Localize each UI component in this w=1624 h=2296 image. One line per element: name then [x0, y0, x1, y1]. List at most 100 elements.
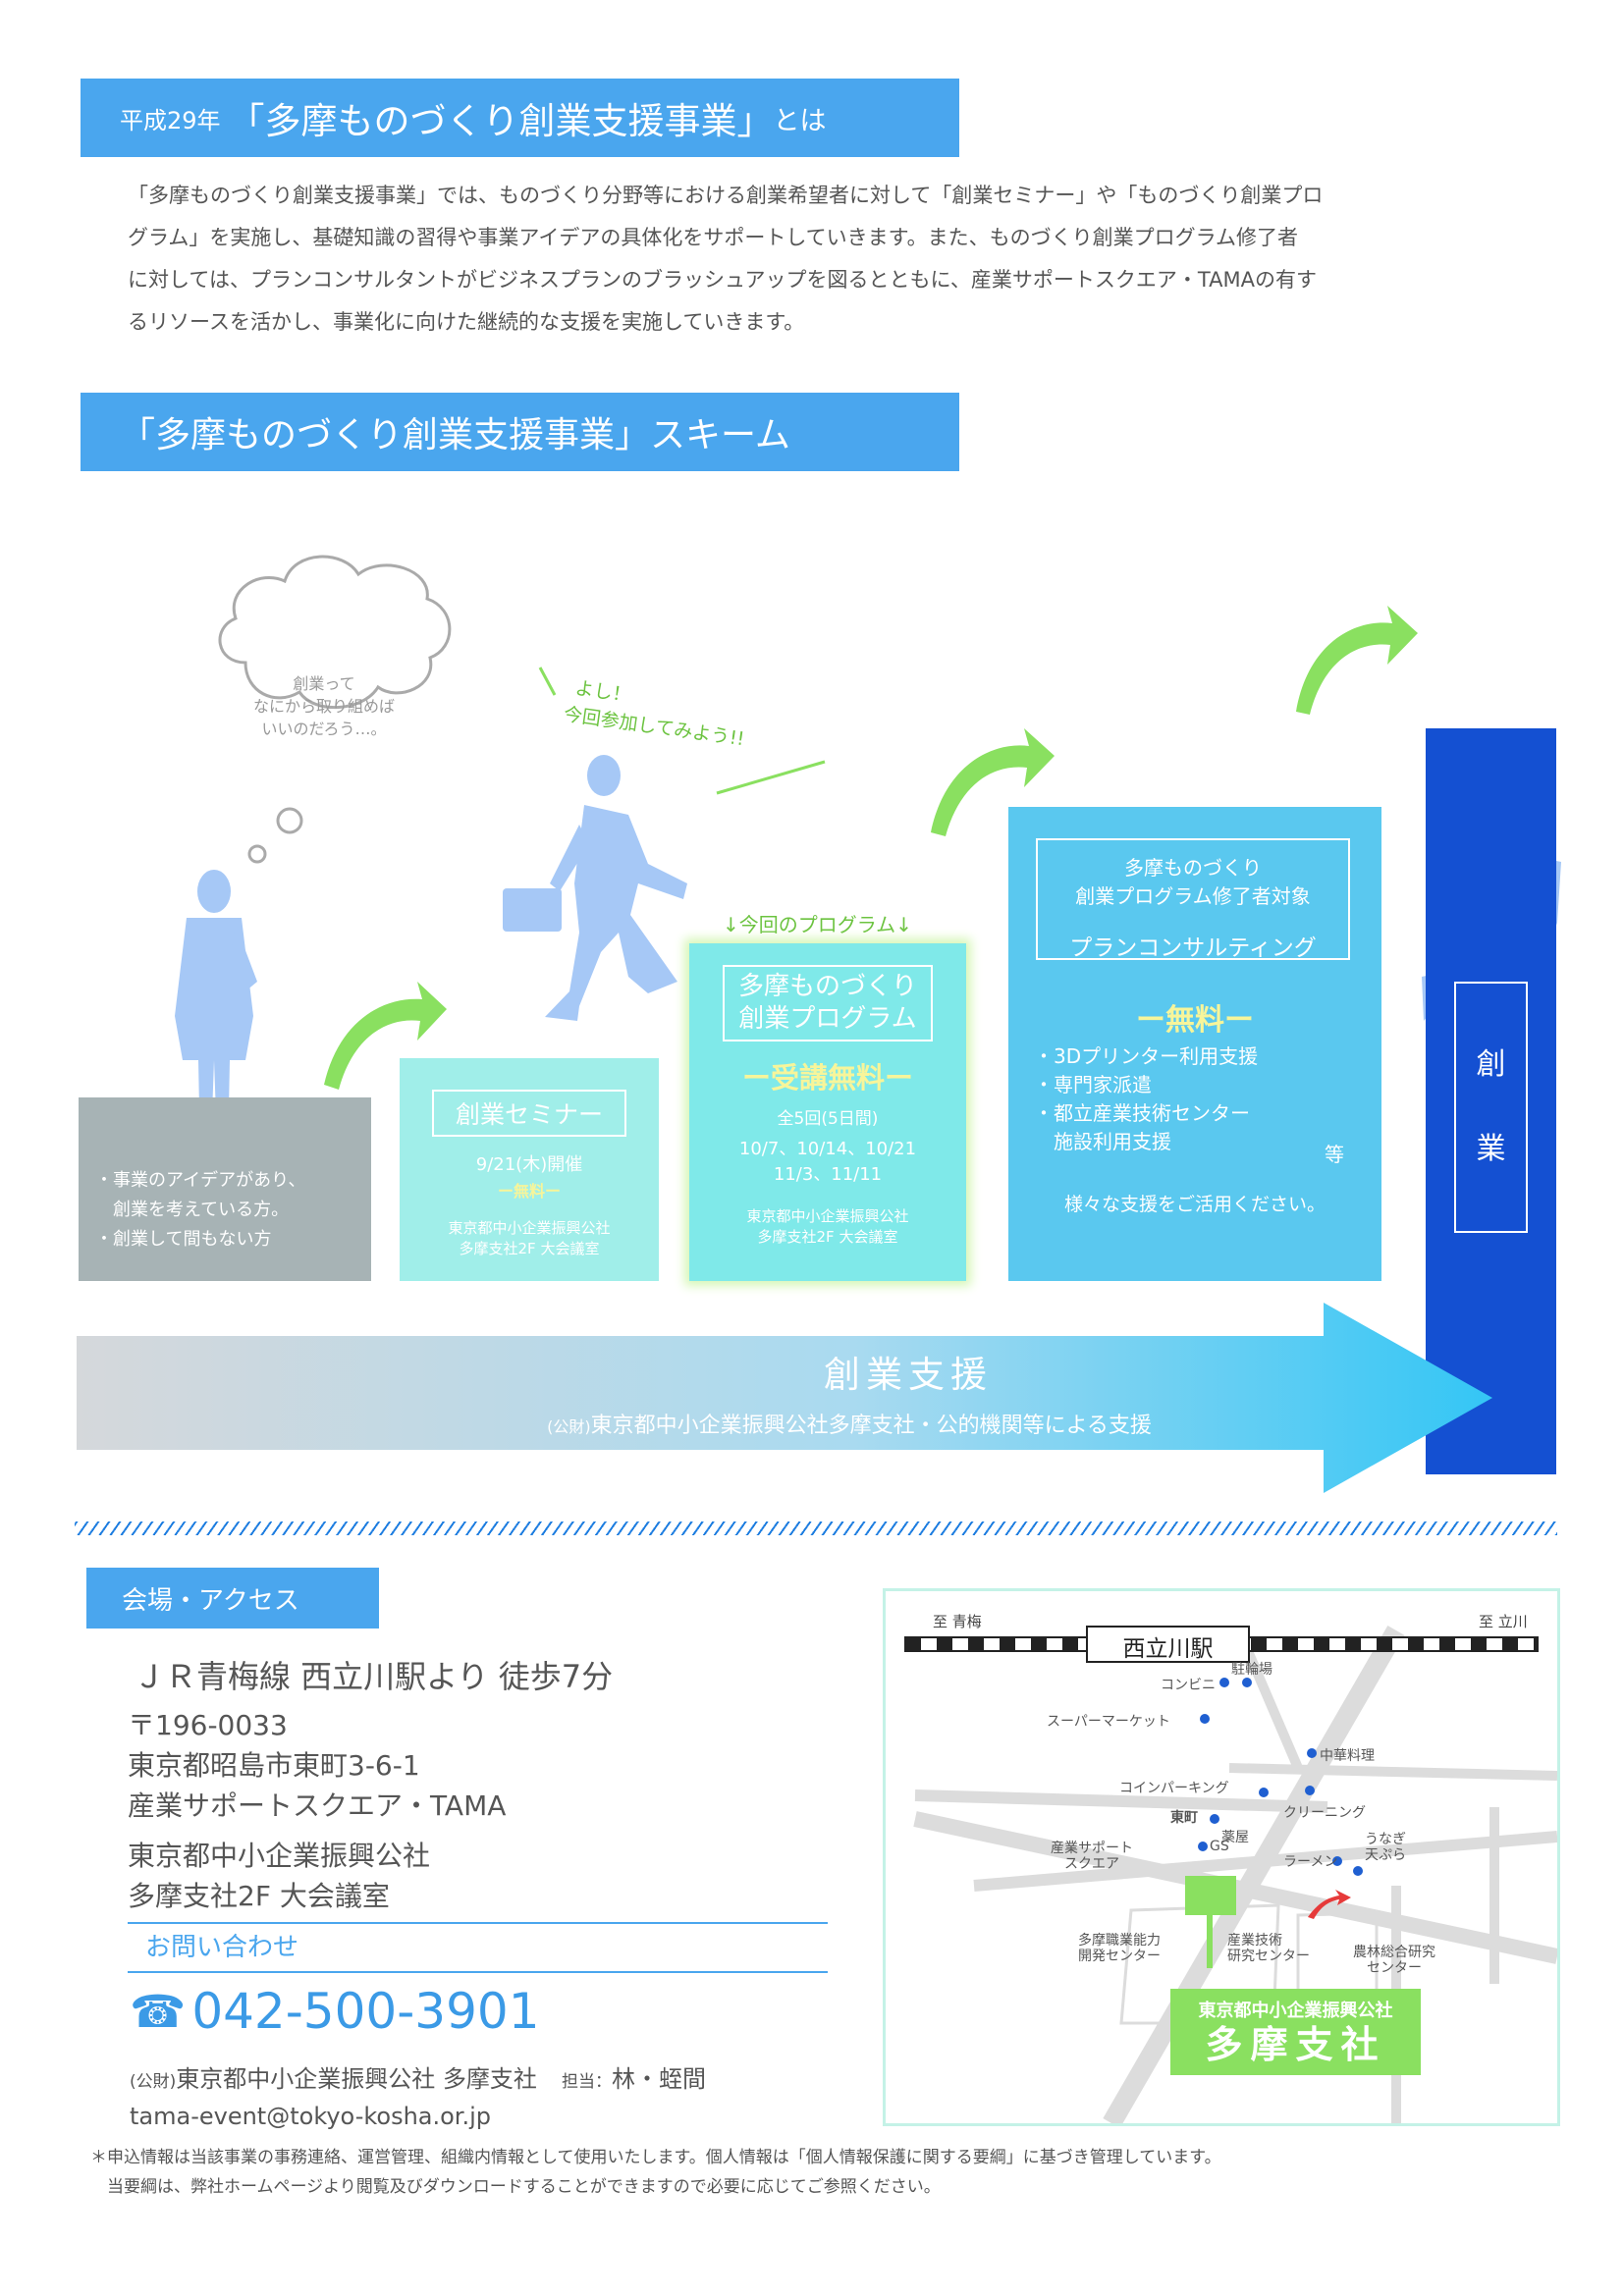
- section1-body: 「多摩ものづくり創業支援事業」では、ものづくり分野等における創業希望者に対して「…: [128, 175, 1323, 344]
- consulting-service: プランコンサルティング: [1069, 935, 1317, 961]
- program-title-line: 多摩ものづくり: [737, 972, 917, 1001]
- step-start-line: ・事業のアイデアがあり、: [95, 1170, 306, 1191]
- address-line: 産業サポートスクエア・TAMA: [128, 1789, 507, 1822]
- body-line: 「多摩ものづくり創業支援事業」では、ものづくり分野等における創業希望者に対して「…: [128, 184, 1324, 207]
- access-map: 至 青梅 至 立川 西立川駅 コンビニ 駐輪場 スーパーマーケット 中華料理 コ…: [883, 1588, 1560, 2126]
- support-arrow-title: 創業支援: [824, 1354, 993, 1396]
- contact-name: 林・蛭間: [612, 2065, 706, 2093]
- seminar-venue: 多摩支社2F 大会議室: [459, 1240, 600, 1257]
- step-consulting-box: 多摩ものづくり 創業プログラム修了者対象 プランコンサルティング ー無料ー ・3…: [1008, 807, 1381, 1281]
- body-line: るリソースを活かし、事業化に向けた継続的な支援を実施していきます。: [128, 310, 805, 334]
- program-title: 多摩ものづくり 創業プログラム: [722, 965, 933, 1041]
- map-badge-line: 東京都中小企業振興公社: [1198, 2001, 1393, 2021]
- inquiry-line-top: [128, 1922, 828, 1924]
- contact-prefix: 担当：: [562, 2072, 612, 2092]
- green-arrow-icon: [324, 606, 1418, 1090]
- map-label-conbini: コンビニ: [1161, 1678, 1216, 1693]
- map-label-tech-line: 研究センター: [1227, 1949, 1310, 1964]
- thought-text: 創業って なにから取り組めば いいのだろう…。: [226, 672, 422, 740]
- address-line: 東京都中小企業振興公社: [128, 1840, 431, 1872]
- email[interactable]: tama-event@tokyo-kosha.or.jp: [130, 2103, 492, 2130]
- org-name: 東京都中小企業振興公社 多摩支社: [176, 2065, 537, 2093]
- footer-note: ＊申込情報は当該事業の事務連絡、運営管理、組織内情報として使用いたします。個人情…: [90, 2143, 1221, 2202]
- address-line: 東京都昭島市東町3-6-1: [128, 1749, 420, 1782]
- program-free: ー受講無料ー: [741, 1061, 913, 1095]
- access-title: 会場・アクセス: [122, 1585, 299, 1616]
- step-start-box: ・事業のアイデアがあり、 創業を考えている方。 ・創業して間もない方: [79, 1097, 371, 1281]
- section1-header: 平成29年 「多摩ものづくり創業支援事業」 とは: [81, 79, 959, 157]
- program-dates: 10/7、10/14、10/21: [738, 1139, 917, 1159]
- inquiry-line-bottom: [128, 1971, 828, 1973]
- program-caption: ↓今回のプログラム↓: [723, 913, 912, 936]
- seminar-free: ー無料ー: [497, 1182, 561, 1201]
- map-label-supermarket: スーパーマーケット: [1047, 1714, 1170, 1730]
- org-row: (公財)東京都中小企業振興公社 多摩支社 担当：林・蛭間: [130, 2059, 706, 2094]
- map-label-cleaning: クリーニング: [1283, 1805, 1366, 1821]
- program-title-line: 創業プログラム: [738, 1004, 917, 1034]
- map-badge-line: 多摩支社: [1205, 2023, 1386, 2066]
- map-label-gs: GS: [1210, 1839, 1229, 1854]
- inquiry-title: お問い合わせ: [145, 1933, 299, 1962]
- map-label-chinese: 中華料理: [1320, 1748, 1375, 1764]
- walking-man-icon: [503, 755, 687, 1021]
- section2-title: 「多摩ものづくり創業支援事業」スキーム: [120, 415, 790, 455]
- thought-line: 創業って: [293, 674, 355, 693]
- section1-suffix: とは: [773, 105, 827, 136]
- access-route: ＪＲ青梅線 西立川駅より 徒歩7分: [134, 1658, 614, 1695]
- thought-line: なにから取り組めば: [252, 697, 395, 716]
- consulting-etc: 等: [1325, 1143, 1344, 1166]
- body-line: に対しては、プランコンサルタントがビジネスプランのブラッシュアップを図るとともに…: [128, 268, 1317, 292]
- seminar-title: 創業セミナー: [431, 1090, 626, 1137]
- map-label-square-line: スクエア: [1064, 1856, 1119, 1872]
- section1-prefix: 平成29年: [120, 106, 221, 134]
- consulting-item: ・都立産業技術センター: [1034, 1101, 1250, 1125]
- step-start-line: 創業を考えている方。: [95, 1200, 290, 1220]
- phone-icon: ☎: [130, 1985, 187, 2038]
- map-to-right: 至 立川: [1479, 1613, 1528, 1630]
- map-label-higashicho: 東町: [1170, 1810, 1198, 1826]
- footer-line: 当要綱は、弊社ホームページより閲覧及びダウンロードすることができますので必要に応…: [90, 2177, 941, 2197]
- consulting-items: ・3Dプリンター利用支援 ・専門家派遣 ・都立産業技術センター 施設利用支援: [1034, 1042, 1258, 1156]
- shout-lines-icon: [538, 667, 826, 795]
- map-label-ramen: ラーメン: [1283, 1854, 1338, 1870]
- map-label-poly: 多摩職業能力 開発センター: [1078, 1933, 1161, 1964]
- map-label-agri: 農林総合研究 センター: [1353, 1945, 1435, 1976]
- map-label-unagi-line: うなぎ: [1365, 1832, 1406, 1847]
- address-line: 多摩支社2F 大会議室: [128, 1880, 390, 1912]
- thinking-man-icon: [175, 870, 257, 1170]
- map-label-square: 産業サポート スクエア: [1051, 1841, 1133, 1872]
- consulting-frame: 多摩ものづくり 創業プログラム修了者対象 プランコンサルティング: [1036, 838, 1350, 961]
- consulting-target: 創業プログラム修了者対象: [1075, 884, 1311, 908]
- support-arrow-sub: (公財)東京都中小企業振興公社多摩支社・公的機関等による支援: [412, 1408, 1286, 1439]
- map-station: 西立川駅: [1122, 1636, 1214, 1662]
- seminar-venue: 東京都中小企業振興公社: [448, 1219, 611, 1237]
- program-dates: 11/3、11/11: [773, 1164, 883, 1185]
- goal-frame: 創 業: [1454, 982, 1528, 1233]
- map-label-unagi: うなぎ 天ぷら: [1365, 1832, 1406, 1863]
- goal-char: 業: [1476, 1132, 1506, 1166]
- step-seminar-box: 創業セミナー 9/21(木)開催 ー無料ー 東京都中小企業振興公社 多摩支社2F…: [400, 1058, 659, 1281]
- section-separator: [75, 1522, 1557, 1535]
- consulting-note: 様々な支援をご活用ください。: [1063, 1194, 1326, 1215]
- thought-line: いいのだろう…。: [261, 720, 387, 738]
- access-header: 会場・アクセス: [86, 1568, 379, 1629]
- map-to-left: 至 青梅: [933, 1613, 982, 1630]
- map-label-pharmacy: 薬屋: [1221, 1830, 1249, 1845]
- map-label-square-line: 産業サポート: [1051, 1841, 1133, 1856]
- support-arrow-sub-prefix: (公財): [547, 1417, 591, 1436]
- step-start-line: ・創業して間もない方: [95, 1229, 272, 1250]
- map-badge: 東京都中小企業振興公社 多摩支社: [1170, 1989, 1421, 2075]
- map-label-tech: 産業技術 研究センター: [1227, 1933, 1310, 1964]
- section2-header: 「多摩ものづくり創業支援事業」スキーム: [81, 393, 959, 471]
- map-label-poly-line: 開発センター: [1078, 1949, 1161, 1964]
- support-arrow: [77, 1303, 1492, 1493]
- section1-title: 「多摩ものづくり創業支援事業」: [228, 100, 774, 142]
- map-label-agri-line: 農林総合研究: [1353, 1945, 1435, 1960]
- program-venue: 多摩支社2F 大会議室: [757, 1228, 898, 1246]
- goal-char: 創: [1476, 1047, 1506, 1082]
- goal-bar: 創 業: [1426, 728, 1556, 1474]
- map-label-tech-line: 産業技術: [1227, 1933, 1282, 1949]
- phone-row: ☎ 042-500-3901: [130, 1983, 540, 2040]
- consulting-item: 施設利用支援: [1034, 1130, 1171, 1153]
- body-line: グラム」を実施し、基礎知識の習得や事業アイデアの具体化をサポートしていきます。ま…: [128, 226, 1298, 249]
